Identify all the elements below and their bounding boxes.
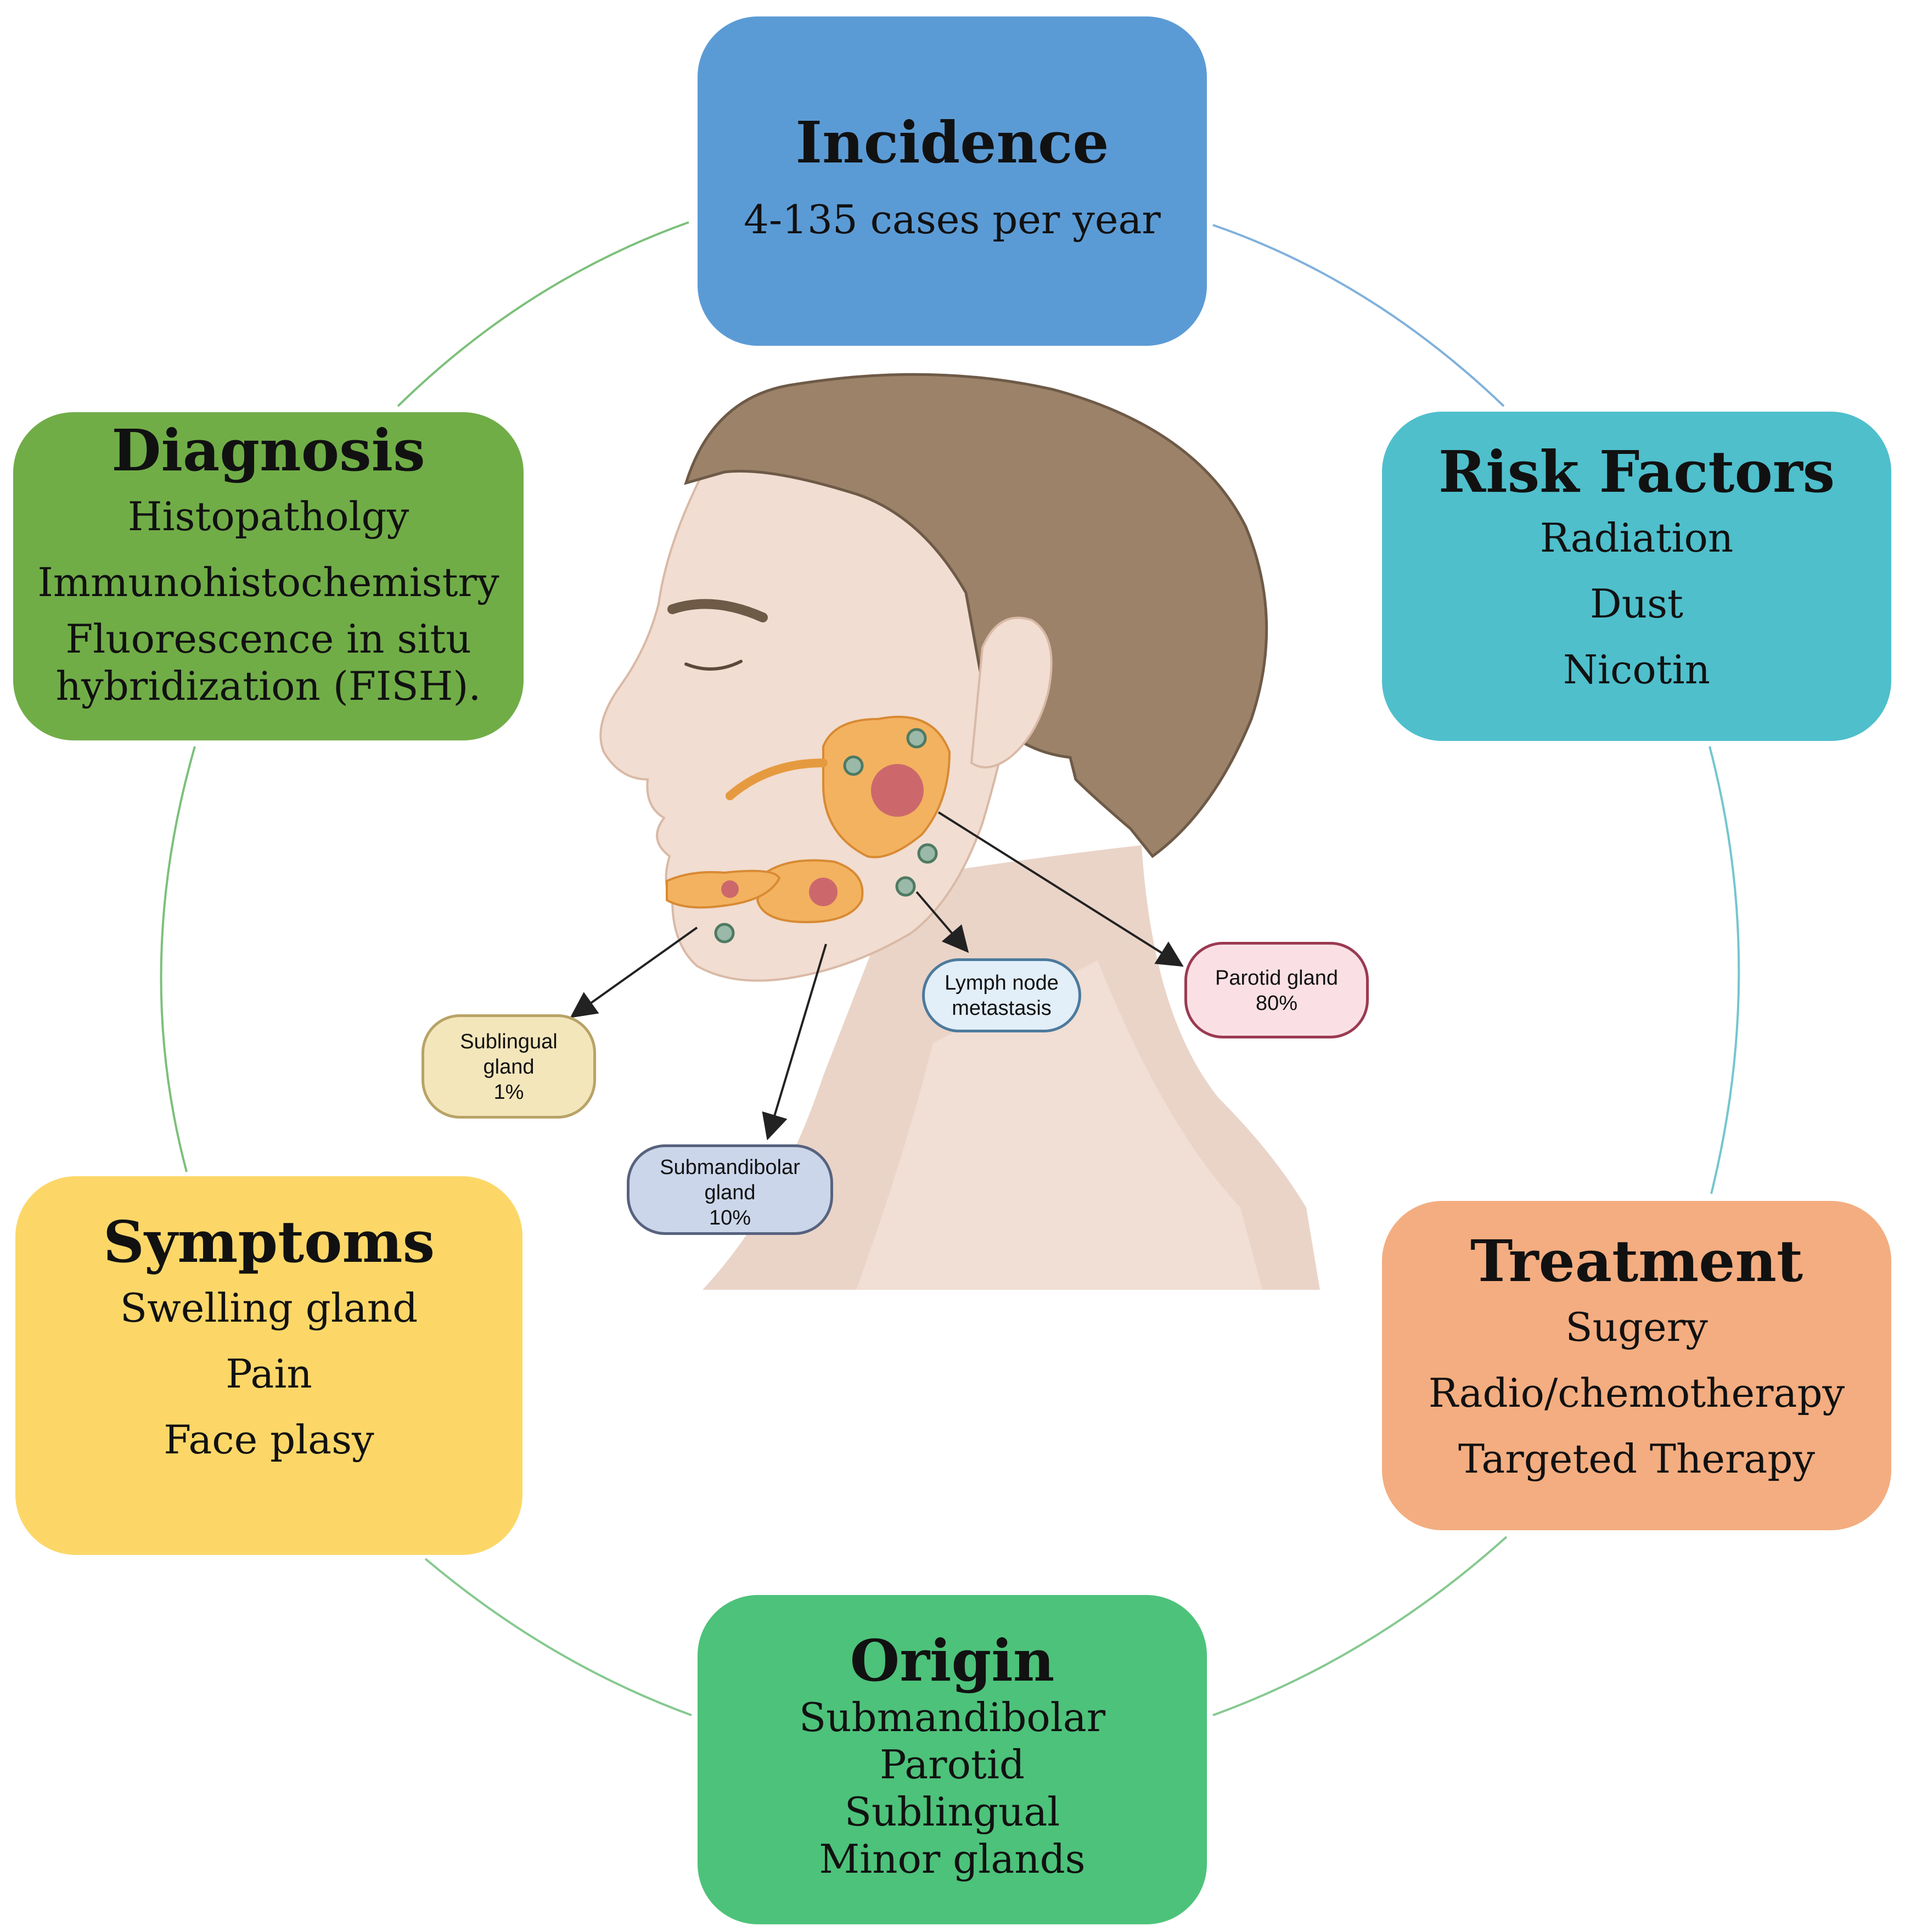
parotid-tumor [871,764,924,817]
diagnosis-title: Diagnosis [111,417,425,484]
lymph-node [917,843,938,864]
arrow-parotid [937,811,1184,967]
origin-box: Origin Submandibolar Parotid Sublingual … [698,1595,1207,1924]
origin-item: Sublingual [844,1789,1060,1835]
lymph-node [895,876,916,897]
diagnosis-box: Diagnosis Histopatholgy Immunohistochemi… [13,412,524,740]
shoulder-highlight [856,961,1262,1290]
origin-item: Parotid [880,1742,1025,1788]
submandibular-label-line: Submandibolar [660,1156,800,1179]
treatment-item: Radio/chemotherapy [1428,1370,1845,1416]
connector-arc-symptoms-origin [424,1558,692,1716]
incidence-title: Incidence [795,109,1109,176]
treatment-box: Treatment Sugery Radio/chemotherapy Targ… [1382,1201,1891,1530]
diagnosis-item: Fluorescence in situ hybridization (FISH… [55,616,481,709]
treatment-title: Treatment [1470,1227,1803,1295]
origin-item: Submandibolar [799,1694,1106,1740]
lymph-node [843,755,864,776]
origin-item: Minor glands [819,1836,1086,1882]
origin-title: Origin [850,1627,1055,1694]
incidence-box: Incidence 4-135 cases per year [698,16,1207,346]
arrow-sublingual [570,926,698,1018]
submandibular-label-line: gland [704,1181,756,1204]
risk-factors-title: Risk Factors [1438,438,1835,506]
symptoms-box: Symptoms Swelling gland Pain Face plasy [15,1176,522,1555]
parotid-label-line: Parotid gland [1215,967,1338,990]
diagnosis-item: Histopatholgy [127,493,409,540]
connector-arc-incidence-diagnosis [397,221,689,407]
treatment-item: Sugery [1565,1304,1708,1350]
lymph-node [714,923,735,943]
risk-factors-item: Dust [1590,581,1683,627]
parotid-duct [726,759,828,800]
symptoms-item: Swelling gland [120,1285,418,1331]
sublingual-label-line: gland [483,1055,535,1079]
risk-factors-item: Nicotin [1563,647,1711,693]
connector-arc-diagnosis-symptoms [160,746,196,1172]
submandibular-gland-label: Submandibolar gland 10% [627,1144,833,1235]
sublingual-label-percent: 1% [493,1081,524,1104]
parotid-label-percent: 80% [1255,992,1298,1015]
sublingual-tumor [721,880,739,898]
lymph-node-label-line: Lymph node [945,971,1059,995]
symptoms-title: Symptoms [103,1208,435,1276]
lymph-node-label-line: metastasis [952,997,1052,1020]
connector-arc-incidence-risk [1212,224,1505,407]
lymph-node-label: Lymph node metastasis [922,958,1081,1032]
submandibular-label-percent: 10% [709,1206,751,1229]
submandibular-tumor [809,878,838,906]
incidence-item: 4-135 cases per year [744,196,1161,243]
diagnosis-item: Immunohistochemistry [37,559,499,605]
eyebrow [667,599,768,622]
parotid-gland-label: Parotid gland 80% [1184,942,1369,1038]
hair-shape [684,373,1268,858]
lymph-node [906,728,927,749]
ear-shape [970,616,1053,768]
connector-arc-treatment-origin [1212,1536,1508,1716]
arrow-lymph-node [915,891,969,953]
arrow-submandibular [762,943,827,1141]
treatment-item: Targeted Therapy [1458,1436,1816,1482]
risk-factors-box: Risk Factors Radiation Dust Nicotin [1382,412,1891,741]
risk-factors-item: Radiation [1539,515,1734,561]
sublingual-gland-label: Sublingual gland 1% [422,1014,596,1119]
head-illustration [599,373,1320,1290]
symptoms-item: Face plasy [164,1417,374,1463]
symptoms-item: Pain [226,1351,312,1397]
sublingual-label-line: Sublingual [460,1030,558,1053]
eye [684,660,743,671]
connector-arc-risk-treatment [1709,746,1740,1194]
